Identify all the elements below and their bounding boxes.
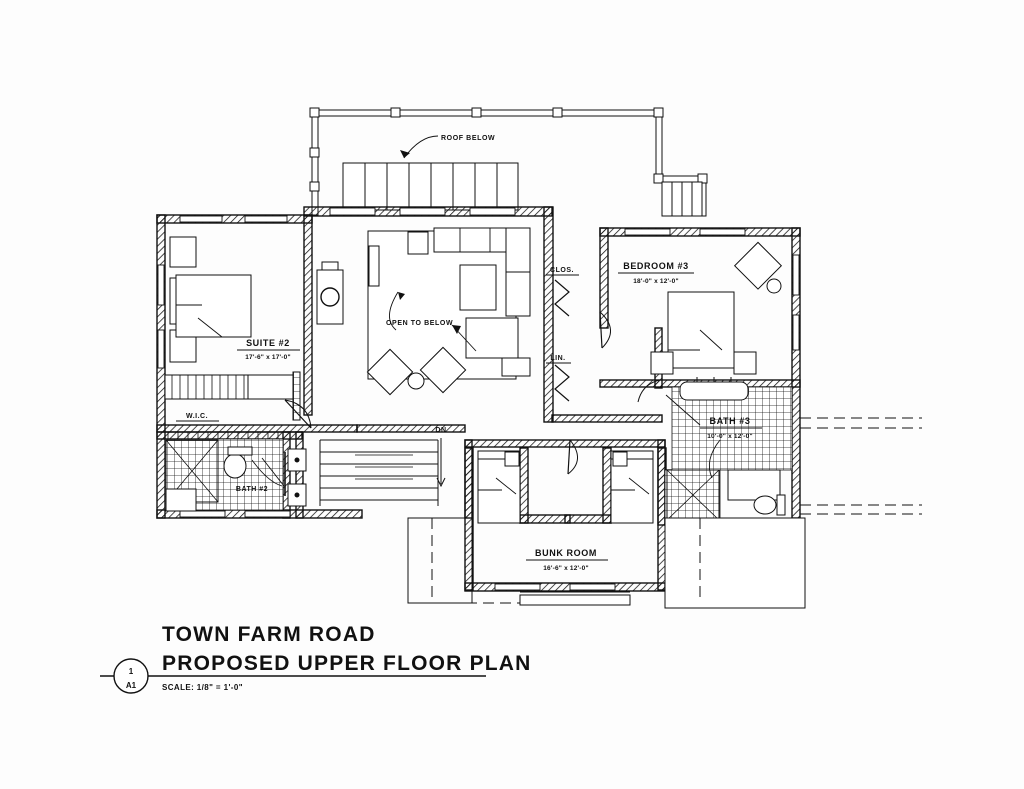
bedroom3-furniture xyxy=(650,241,783,401)
room-name: CLOS. xyxy=(550,267,574,274)
bath3-fixtures xyxy=(665,394,786,521)
suite2-furniture xyxy=(169,236,252,363)
room-name: W.I.C. xyxy=(186,413,208,420)
detail-bubble-sheet: A1 xyxy=(126,681,137,690)
room-label-bedroom3: BEDROOM #3 18'-0" x 12'-0" xyxy=(618,261,694,285)
titleblock: TOWN FARM ROAD PROPOSED UPPER FLOOR PLAN… xyxy=(100,623,532,694)
drawing-title: PROPOSED UPPER FLOOR PLAN xyxy=(162,652,532,675)
main-stair xyxy=(319,438,446,506)
room-label-bath2: BATH #2 xyxy=(236,486,268,493)
plan-geometry xyxy=(156,107,922,609)
windows xyxy=(157,207,800,591)
room-label-wic: W.I.C. xyxy=(176,413,219,422)
room-dimensions: 16'-6" x 12'-0" xyxy=(543,565,589,572)
room-dimensions: 18'-0" x 12'-0" xyxy=(633,278,679,285)
annotation-stair-down: DN xyxy=(435,427,446,434)
plan-text-labels: SUITE #2 17'-6" x 17'-0" W.I.C. BATH #2 … xyxy=(176,135,762,572)
room-dimensions: 17'-6" x 17'-0" xyxy=(245,354,291,361)
room-name: BEDROOM #3 xyxy=(623,261,689,271)
wic-closet xyxy=(164,371,301,421)
room-label-bath3: BATH #3 10'-0" x 12'-0" xyxy=(700,416,762,440)
annotation-roof-below: ROOF BELOW xyxy=(441,135,495,142)
dashed-extension-lines xyxy=(431,417,922,604)
door-swings xyxy=(284,311,661,475)
annotation-open-to-below: OPEN TO BELOW xyxy=(386,320,453,327)
room-label-suite2: SUITE #2 17'-6" x 17'-0" xyxy=(237,338,300,361)
room-label-bunkroom: BUNK ROOM 16'-6" x 12'-0" xyxy=(526,548,608,572)
room-label-linen: LIN. xyxy=(546,355,571,364)
room-name: BATH #3 xyxy=(709,416,750,426)
detail-bubble-number: 1 xyxy=(129,667,134,676)
room-name: BUNK ROOM xyxy=(535,548,597,558)
bifold-doors xyxy=(554,279,570,402)
room-name: LIN. xyxy=(550,355,565,362)
room-dimensions: 10'-0" x 12'-0" xyxy=(707,433,753,440)
bunk-beds xyxy=(477,450,654,524)
open-to-below-furniture xyxy=(316,227,531,396)
callout-leaders xyxy=(389,135,477,352)
project-name: TOWN FARM ROAD xyxy=(162,623,376,646)
roof-below-deck xyxy=(309,107,708,217)
room-name: SUITE #2 xyxy=(246,338,290,348)
bath2-fixtures xyxy=(165,439,307,512)
lower-deck-outline xyxy=(407,517,806,609)
room-name: BATH #2 xyxy=(236,486,268,493)
scale-note: SCALE: 1/8" = 1'-0" xyxy=(162,683,243,692)
detail-bubble xyxy=(113,658,149,694)
wic-shelf-ticks xyxy=(167,432,279,439)
room-label-closet: CLOS. xyxy=(546,267,579,276)
